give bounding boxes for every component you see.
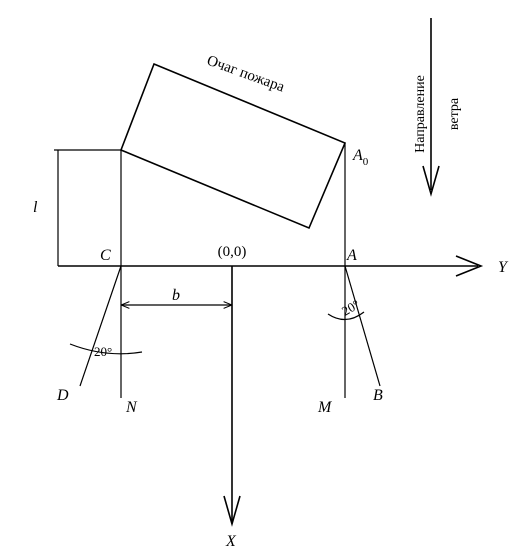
- wind-label-line1: Направление: [413, 75, 428, 153]
- y-axis-label: Y: [498, 259, 509, 276]
- point-d-label: D: [56, 387, 69, 404]
- point-c-label: C: [100, 247, 111, 264]
- point-n-label: N: [125, 399, 138, 416]
- y-axis-arrowhead: [455, 255, 484, 277]
- x-axis-arrowhead: [223, 495, 241, 527]
- point-m-label: M: [317, 399, 333, 416]
- wind-label-line2: ветра: [447, 97, 462, 130]
- fire-zone-rectangle: [119, 62, 347, 230]
- point-a-label: A: [346, 247, 357, 264]
- angle-arc-right: [327, 311, 365, 321]
- deflection-line-ab: [344, 265, 381, 387]
- angle-left-label: 20°: [94, 344, 112, 359]
- angle-arc-left: [69, 343, 143, 355]
- point-a0-main: A: [352, 147, 363, 164]
- origin-label: (0,0): [218, 244, 247, 260]
- x-axis-label: X: [225, 533, 237, 550]
- point-a0-label: A0: [352, 147, 369, 168]
- point-a0-subscript: 0: [363, 156, 369, 168]
- dim-b-label: b: [172, 287, 180, 304]
- wind-arrow-head: [422, 165, 440, 197]
- point-b-label: B: [373, 387, 383, 404]
- deflection-line-cd: [79, 265, 122, 387]
- dim-l-label: l: [33, 199, 38, 216]
